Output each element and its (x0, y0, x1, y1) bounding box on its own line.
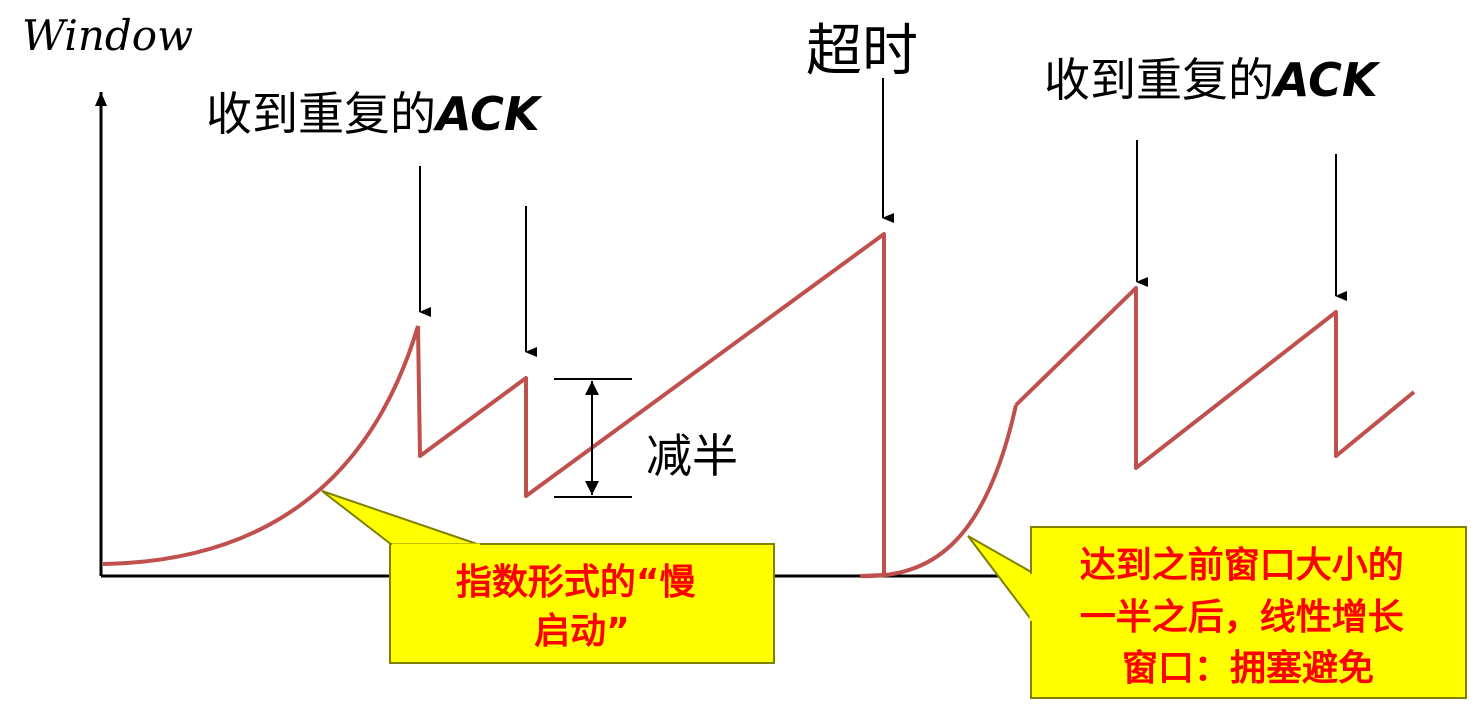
congestion-avoidance-line-2: 一半之后，线性增长 (1080, 597, 1404, 638)
timeout-label: 超时 (806, 19, 918, 84)
svg-text:指数形式的“慢 启动”: 指数形式的“慢 启动” (456, 562, 708, 652)
halve-label: 减半 (646, 429, 738, 483)
svg-text:达到之前窗口大小的 一半之后，线性增长: 达到之前窗口大小的 一半之后，线性增长 窗口：拥塞避免 (1080, 545, 1417, 689)
linear-segments-2 (1014, 286, 1416, 470)
congestion-avoidance-callout: 达到之前窗口大小的 一半之后，线性增长 窗口：拥塞避免 (967, 526, 1467, 699)
slow-start-callout: 指数形式的“慢 启动” (321, 490, 775, 664)
congestion-avoidance-line-1: 达到之前窗口大小的 (1080, 545, 1404, 586)
slow-start-line-1: 指数形式的“慢 (456, 562, 696, 603)
congestion-avoidance-line-3: 窗口：拥塞避免 (1122, 648, 1374, 689)
slow-start-line-2: 启动” (534, 611, 630, 652)
dup-ack-label-right: 收到重复的ACK (1044, 53, 1381, 107)
halve-indicator (554, 378, 632, 498)
congestion-window-curve (102, 232, 1416, 579)
dup-ack-label-left: 收到重复的ACK (206, 87, 543, 141)
y-axis-label: Window (22, 11, 193, 60)
slow-start-curve-2 (859, 404, 1018, 579)
slow-start-curve-1 (102, 325, 420, 566)
linear-segments-1 (416, 232, 886, 578)
